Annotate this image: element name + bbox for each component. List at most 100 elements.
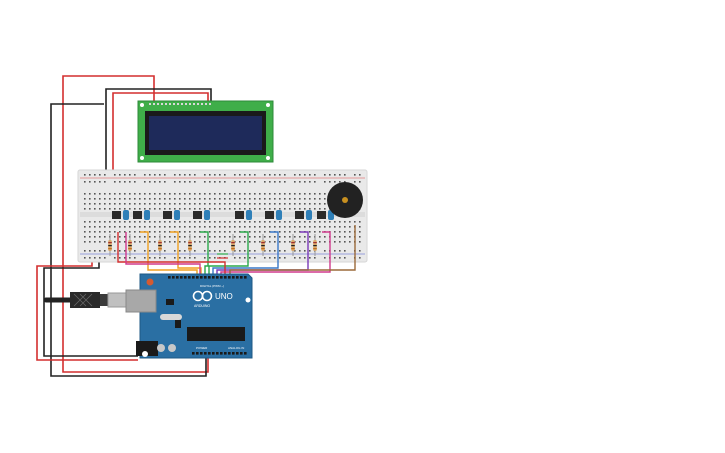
breadboard-hole <box>239 181 241 183</box>
wire-orange-1[interactable] <box>140 231 198 280</box>
breadboard-hole <box>174 198 176 200</box>
breadboard-hole <box>154 181 156 183</box>
breadboard-hole <box>119 236 121 238</box>
breadboard-hole <box>179 203 181 205</box>
wire-red-lcd-1[interactable] <box>117 232 226 280</box>
wire-red-lcd-power[interactable] <box>62 75 209 373</box>
breadboard-hole <box>244 208 246 210</box>
breadboard-hole <box>339 231 341 233</box>
breadboard-hole <box>324 198 326 200</box>
resistor-band <box>188 245 192 247</box>
breadboard-hole <box>304 174 306 176</box>
breadboard-hole <box>269 181 271 183</box>
lcd-module[interactable] <box>137 100 274 163</box>
breadboard-hole <box>314 221 316 223</box>
breadboard-hole <box>209 198 211 200</box>
breadboard-hole <box>169 236 171 238</box>
breadboard-hole <box>119 174 121 176</box>
breadboard-hole <box>124 221 126 223</box>
power-header-pin <box>224 352 227 355</box>
breadboard-hole <box>344 226 346 228</box>
breadboard-hole <box>314 198 316 200</box>
breadboard-hole <box>159 181 161 183</box>
breadboard-hole <box>239 198 241 200</box>
breadboard-hole <box>269 241 271 243</box>
arduino-uno-board[interactable]: UNO ARDUINO DIGITAL (PWM ~) POWER ANALOG… <box>125 273 253 359</box>
breadboard-hole <box>84 174 86 176</box>
breadboard-hole <box>334 236 336 238</box>
breadboard-hole <box>194 221 196 223</box>
breadboard-hole <box>259 226 261 228</box>
wire-green-2[interactable] <box>208 231 249 280</box>
breadboard-hole <box>119 181 121 183</box>
breadboard-hole <box>239 174 241 176</box>
breadboard-hole <box>209 174 211 176</box>
breadboard-hole <box>229 193 231 195</box>
power-header-pin <box>200 352 203 355</box>
breadboard-hole <box>309 203 311 205</box>
breadboard-hole <box>309 241 311 243</box>
wire-pink-2[interactable] <box>125 232 201 280</box>
breadboard-hole <box>269 174 271 176</box>
breadboard-hole <box>359 226 361 228</box>
breadboard-hole <box>129 221 131 223</box>
power-header-pin <box>240 352 243 355</box>
breadboard-hole <box>129 198 131 200</box>
breadboard-hole <box>289 231 291 233</box>
breadboard-hole <box>119 250 121 252</box>
piezo-buzzer[interactable] <box>327 182 363 218</box>
breadboard-hole <box>264 231 266 233</box>
wire-black-gnd-loop[interactable] <box>50 103 207 377</box>
breadboard-hole <box>134 193 136 195</box>
breadboard-hole <box>194 231 196 233</box>
breadboard-hole <box>309 208 311 210</box>
breadboard-hole <box>174 208 176 210</box>
breadboard-hole <box>99 257 101 259</box>
breadboard-hole <box>224 174 226 176</box>
breadboard-hole <box>239 208 241 210</box>
breadboard-hole <box>144 208 146 210</box>
breadboard-hole <box>249 231 251 233</box>
lcd-pin <box>205 103 207 105</box>
breadboard-hole <box>304 203 306 205</box>
breadboard-hole <box>294 174 296 176</box>
breadboard-hole <box>124 257 126 259</box>
breadboard-hole <box>319 208 321 210</box>
breadboard-hole <box>124 250 126 252</box>
breadboard-hole <box>164 193 166 195</box>
wire-green-1[interactable] <box>200 231 209 280</box>
breadboard-hole <box>314 231 316 233</box>
breadboard-hole <box>84 231 86 233</box>
breadboard-hole <box>299 226 301 228</box>
usb-cable[interactable] <box>43 292 131 308</box>
wire-orange-2[interactable] <box>170 231 202 280</box>
resistor-band <box>291 248 295 250</box>
resistor-band <box>261 242 265 244</box>
resistor-band <box>313 245 317 247</box>
wire-blue-1[interactable] <box>212 231 279 280</box>
breadboard-hole <box>314 257 316 259</box>
breadboard-hole <box>259 231 261 233</box>
breadboard-hole <box>219 226 221 228</box>
lcd-pin <box>201 103 203 105</box>
breadboard-hole <box>139 208 141 210</box>
breadboard-hole <box>139 241 141 243</box>
resistor-band <box>261 245 265 247</box>
wire-red-lcd-vcc[interactable] <box>112 92 209 182</box>
breadboard-hole <box>209 250 211 252</box>
breadboard-hole <box>204 174 206 176</box>
breadboard-hole <box>99 193 101 195</box>
breadboard-hole <box>264 226 266 228</box>
breadboard[interactable] <box>77 169 368 263</box>
breadboard-hole <box>334 226 336 228</box>
breadboard-hole <box>159 174 161 176</box>
wire-black-lcd-gnd[interactable] <box>105 88 212 182</box>
breadboard-hole <box>104 203 106 205</box>
breadboard-hole <box>164 174 166 176</box>
breadboard-hole <box>164 181 166 183</box>
wire-black-breadboard-gnd[interactable] <box>43 258 138 357</box>
breadboard-hole <box>174 193 176 195</box>
wire-red-breadboard-5v[interactable] <box>36 258 138 361</box>
breadboard-hole <box>284 226 286 228</box>
